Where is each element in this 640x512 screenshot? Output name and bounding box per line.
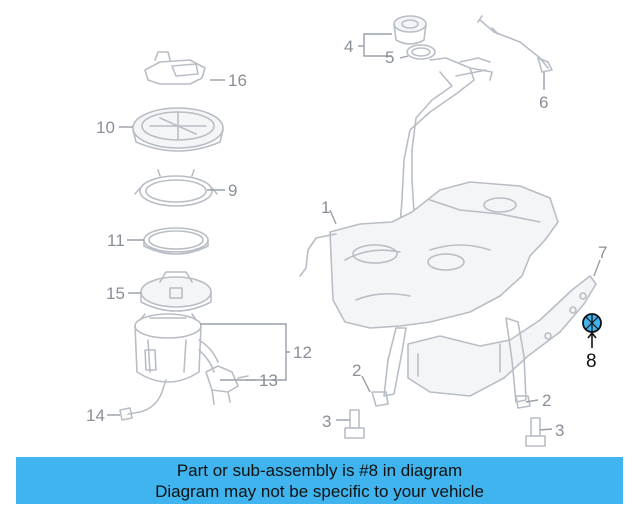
callout-7: 7 [598, 243, 607, 262]
callout-9: 9 [228, 181, 237, 200]
callout-6: 6 [539, 93, 548, 112]
part-5-gasket [406, 44, 436, 60]
callout-2-right: 2 [542, 391, 551, 410]
callout-8: 8 [586, 351, 597, 372]
callout-4: 4 [344, 37, 353, 56]
info-banner: Part or sub-assembly is #8 in diagram Di… [16, 457, 623, 504]
callout-3-left: 3 [322, 412, 331, 431]
part-16-connector [144, 51, 206, 85]
part-13-sender [205, 365, 249, 405]
callout-15: 15 [106, 284, 125, 303]
banner-line-disclaimer: Diagram may not be specific to your vehi… [155, 481, 484, 501]
callout-14: 14 [86, 406, 105, 425]
callout-2-left: 2 [352, 361, 361, 380]
callout-3-right: 3 [555, 421, 564, 440]
callout-12: 12 [293, 343, 312, 362]
part-6-vent-line [477, 15, 553, 73]
callout-5: 5 [385, 48, 394, 67]
part-4-filler-cap [393, 15, 427, 45]
part-10-lock-ring [132, 107, 224, 152]
callout-1: 1 [321, 198, 330, 217]
part-9-retaining-ring [134, 169, 218, 207]
part-8-plug[interactable] [582, 313, 602, 348]
part-3-bolt-right [525, 417, 546, 447]
part-2-strap-left [371, 327, 407, 407]
part-1-fuel-tank [299, 181, 559, 329]
filler-neck [399, 57, 493, 229]
leader-lines [107, 33, 601, 431]
part-3-bolt-left [344, 409, 365, 439]
part-2-strap-right [505, 317, 531, 409]
callout-13: 13 [259, 371, 278, 390]
callout-16: 16 [228, 71, 247, 90]
part-12-pump-module [134, 313, 219, 383]
banner-line-part: Part or sub-assembly is #8 in diagram [176, 460, 463, 480]
part-7-tank-shield [407, 275, 597, 397]
part-14-hose [119, 379, 167, 421]
part-15-flange [140, 271, 212, 312]
part-11-seal [143, 227, 209, 255]
callout-11: 11 [107, 231, 125, 250]
callout-10: 10 [96, 118, 115, 137]
parts-diagram: 1 2 2 3 3 4 5 6 7 8 9 10 11 12 13 14 15 … [86, 15, 607, 447]
